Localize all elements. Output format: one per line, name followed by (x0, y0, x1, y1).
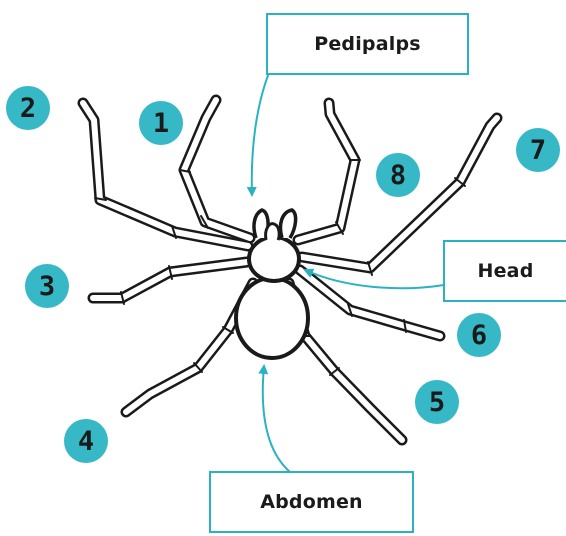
pedipalps-label: Pedipalps (314, 33, 421, 55)
head-label-box: Head (443, 240, 566, 302)
abdomen-label-box: Abdomen (209, 471, 414, 533)
spider-pedipalp-right (280, 210, 295, 238)
abdomen-label: Abdomen (260, 491, 363, 513)
leg-number-2: 2 (6, 86, 50, 130)
spider-chelicera (266, 224, 280, 240)
pedipalps-label-box: Pedipalps (266, 13, 469, 75)
leg-number-5: 5 (415, 380, 459, 424)
leg-number-8: 8 (376, 153, 420, 197)
leg-number-6: 6 (457, 313, 501, 357)
leg-number-7: 7 (516, 128, 560, 172)
leg-number-4: 4 (64, 419, 108, 463)
head-label: Head (477, 260, 533, 282)
abdomen-arrow (263, 366, 290, 472)
spider-head-shape (249, 237, 299, 281)
leg-number-1: 1 (139, 101, 183, 145)
leg-number-3: 3 (25, 264, 69, 308)
spider-abdomen-shape (236, 278, 308, 358)
